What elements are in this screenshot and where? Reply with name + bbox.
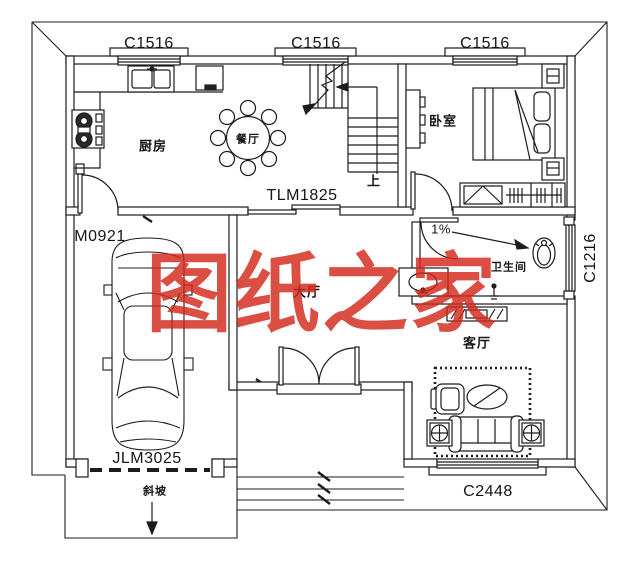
car xyxy=(102,237,194,451)
window-label-c1216: C1216 xyxy=(582,233,599,283)
window-label-c2448: C2448 xyxy=(463,483,513,500)
armchair xyxy=(430,383,465,415)
window-c1216 xyxy=(563,216,576,300)
window-c1516-2 xyxy=(274,47,357,66)
slope-leader-arrow xyxy=(451,231,530,250)
bathroom-door xyxy=(419,217,459,260)
sofa xyxy=(448,415,524,453)
eave-outline xyxy=(31,21,608,511)
window-c1516-3 xyxy=(444,47,526,66)
dresser xyxy=(405,89,426,149)
door-label-m0921: M0921 xyxy=(74,228,126,245)
annotation-stairs-up: 上 xyxy=(366,174,382,190)
room-label-bathroom: 卫生间 xyxy=(491,260,527,274)
window-label-c1516-2: C1516 xyxy=(291,35,341,52)
wardrobe xyxy=(459,182,566,208)
side-table-right xyxy=(518,419,545,447)
walls xyxy=(65,55,576,478)
window-label-c1516-1: C1516 xyxy=(124,35,174,52)
staircase xyxy=(302,61,398,174)
room-label-hall: 大厅 xyxy=(292,285,322,301)
stairs-up-arrow xyxy=(335,82,349,92)
door-label-tlm1825: TLM1825 xyxy=(266,187,338,204)
nightstand-top xyxy=(541,63,565,89)
side-table-left xyxy=(426,419,453,447)
room-label-dining: 餐厅 xyxy=(236,132,260,146)
coffee-table xyxy=(466,384,508,410)
dining-sliding-door-tlm1825 xyxy=(247,204,341,215)
stove xyxy=(71,109,105,149)
kitchen-cabinet xyxy=(195,65,224,91)
window-label-c1516-3: C1516 xyxy=(460,35,510,52)
floor-drain xyxy=(489,283,499,300)
bedroom-door xyxy=(410,171,453,212)
entrance-double-door xyxy=(276,346,362,395)
ramp-arrow xyxy=(146,502,158,536)
door-label-jlm3025: JLM3025 xyxy=(112,450,182,467)
room-label-bedroom: 卧室 xyxy=(428,114,458,130)
kitchen-sink xyxy=(127,65,175,93)
rug xyxy=(433,366,532,458)
annotation-floor-slope: 1% xyxy=(431,221,451,237)
kitchen-door-m0921 xyxy=(75,163,119,214)
nightstand-bottom xyxy=(541,157,565,181)
washbasin xyxy=(398,267,449,297)
bed xyxy=(472,87,556,161)
annotation-ramp: 斜坡 xyxy=(143,484,167,498)
squat-toilet xyxy=(532,237,556,269)
room-label-living: 客厅 xyxy=(462,336,492,352)
room-label-kitchen: 厨房 xyxy=(138,139,168,155)
dining-table xyxy=(209,99,287,177)
window-c1516-1 xyxy=(109,47,189,66)
tv-cabinet xyxy=(446,306,508,322)
window-c2448 xyxy=(428,458,547,476)
